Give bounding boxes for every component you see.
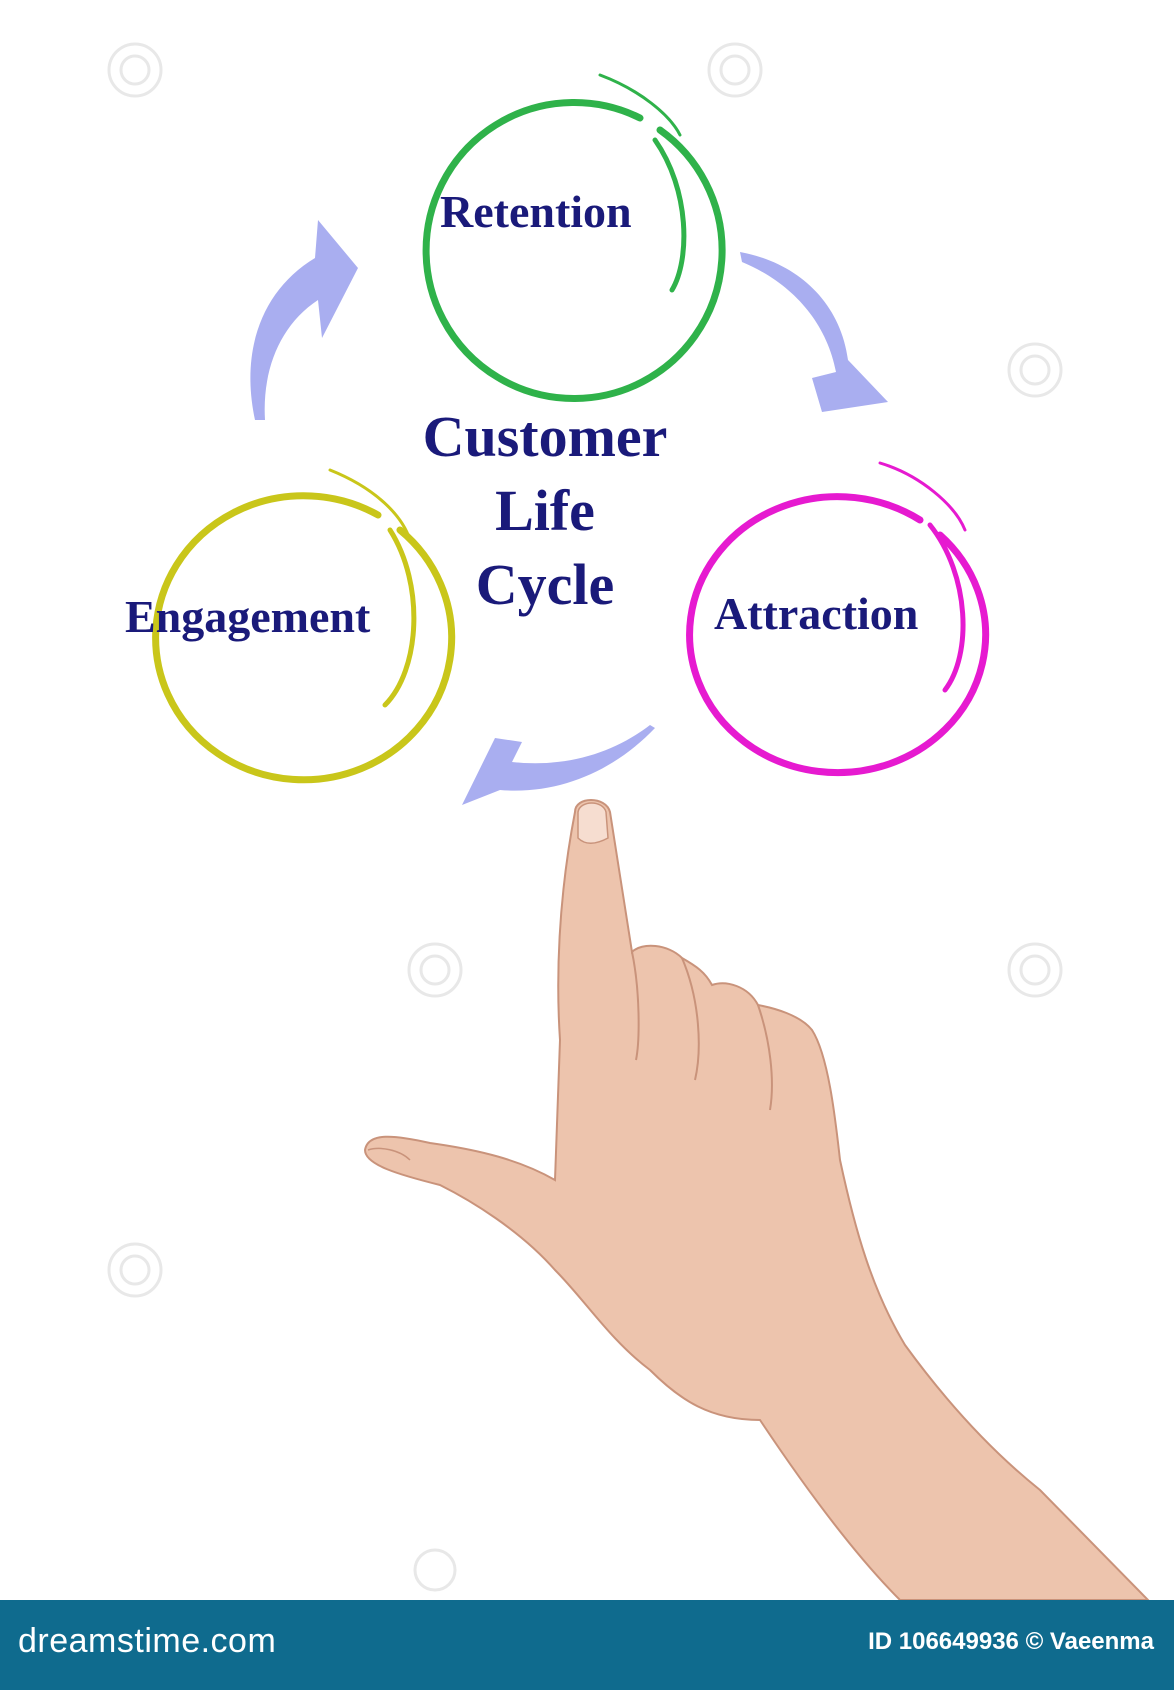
diagram-graphics <box>107 42 1151 1601</box>
image-id: ID 106649936 <box>868 1628 1019 1655</box>
attraction-label: Attraction <box>714 588 919 639</box>
attraction-circle <box>686 461 990 777</box>
retention-label: Retention <box>440 186 632 237</box>
cycle-arrows <box>250 220 888 805</box>
engagement-circle <box>152 468 456 784</box>
copyright-text: © Vaeenma <box>1025 1628 1154 1655</box>
center-title-line-1: Customer <box>422 404 668 469</box>
center-title-line-2: Life <box>495 478 595 543</box>
arrow-retention-to-attraction <box>740 252 888 412</box>
center-title: Customer Life Cycle <box>400 400 690 622</box>
footer-bar: dreamstime.com ID 106649936 © Vaeenma <box>0 1600 1174 1690</box>
pointing-hand-image <box>363 799 1151 1601</box>
footer-meta: ID 106649936 © Vaeenma <box>868 1628 1154 1656</box>
diagram-canvas: Retention Attraction Engagement Customer… <box>107 42 1151 1601</box>
center-title-line-3: Cycle <box>475 552 615 617</box>
arrow-engagement-to-retention <box>250 220 358 420</box>
engagement-label: Engagement <box>125 591 371 642</box>
footer-brand[interactable]: dreamstime.com <box>18 1622 277 1660</box>
retention-circle <box>422 73 726 403</box>
arrow-attraction-to-engagement <box>462 725 655 805</box>
